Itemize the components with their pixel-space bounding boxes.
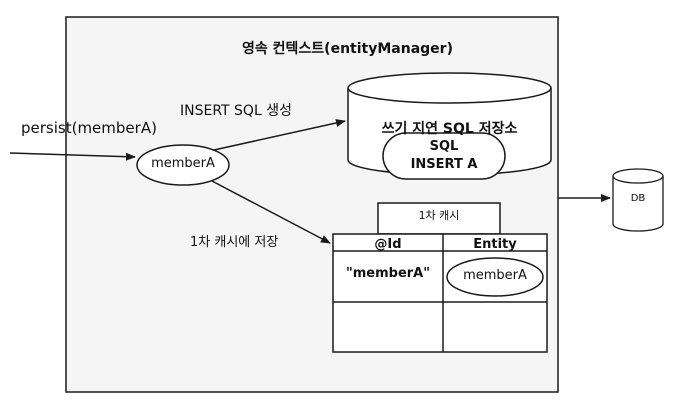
persist-arrow [9,152,136,161]
insert-sql-label: INSERT SQL 생성 [180,103,292,119]
cache-row-entity: memberA [463,268,527,283]
database-cylinder [612,168,664,232]
sql-line-1: SQL [429,139,459,154]
sql-line-2: INSERT A [410,157,478,172]
database-label: DB [630,193,646,204]
insert-sql-arrow [213,119,346,151]
cache-title: 1차 캐시 [418,209,460,222]
member-a-ellipse [136,144,230,186]
member-a-label: memberA [151,156,215,171]
cache-row-id: "memberA" [345,266,431,281]
cache-header-id: @Id [374,237,402,252]
cache-entity-ellipse [446,257,544,297]
save-cache-label: 1차 캐시에 저장 [190,235,279,250]
persistence-context-title: 영속 컨텍스트(entityManager) [242,41,453,57]
cache-title-tab [377,202,501,235]
cache-header-entity: Entity [473,237,517,252]
save-cache-arrow [211,180,331,244]
sql-insert-pill [382,132,506,180]
write-delay-store-title: 쓰기 지연 SQL 저장소 [381,121,518,137]
persist-call-label: persist(memberA) [21,119,157,137]
